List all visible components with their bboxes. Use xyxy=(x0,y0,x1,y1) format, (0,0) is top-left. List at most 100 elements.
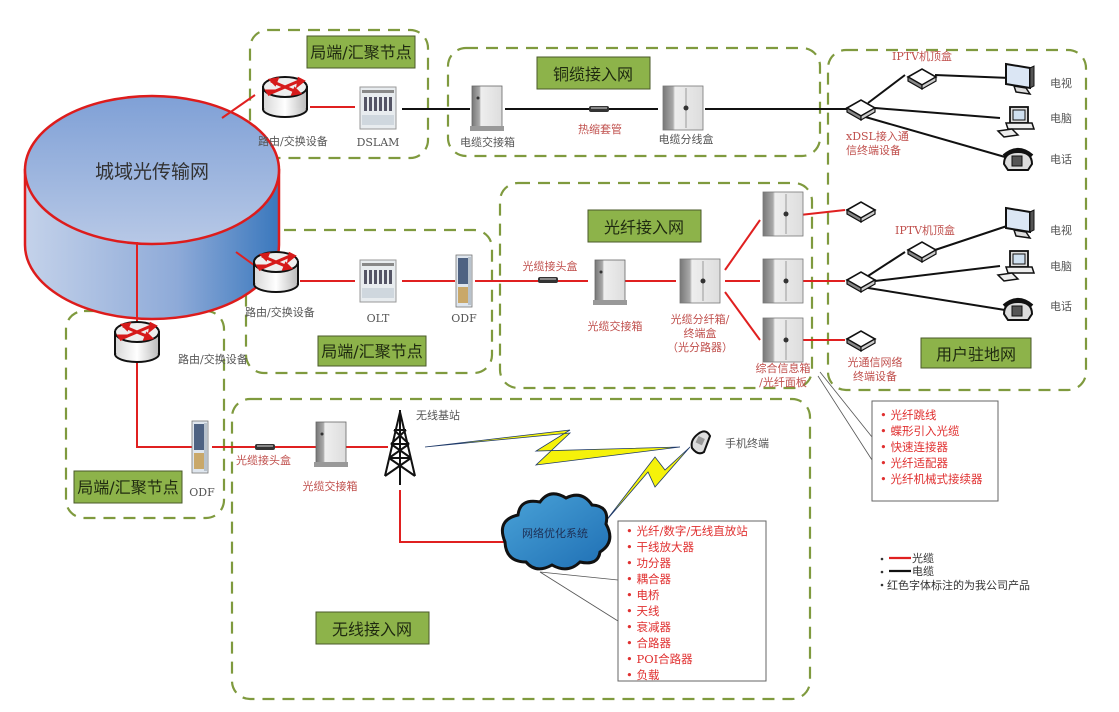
fiber-product-item: • 蝶形引入光缆 xyxy=(880,424,960,438)
wireless-product-item: • 电桥 xyxy=(626,588,660,602)
wireless-product-item: • 光纤/数字/无线直放站 xyxy=(626,524,748,538)
zone-wireless-access-title: 无线接入网 xyxy=(332,620,412,639)
router-left-label: 路由/交换设备 xyxy=(178,352,248,366)
copper-lines xyxy=(402,74,1011,311)
dslam-icon xyxy=(359,86,397,130)
core-network-label: 城域光传输网 xyxy=(95,161,209,183)
fiber-cross-box-mid-icon xyxy=(592,259,628,306)
wireless-product-item: • 功分器 xyxy=(626,556,671,570)
zone-node-middle-title-box xyxy=(317,335,427,367)
zone-fiber-access-title-box xyxy=(587,209,702,243)
tv-top-label: 电视 xyxy=(1050,76,1072,90)
fiber-product-item: • 光纤跳线 xyxy=(880,408,937,422)
legend-copper-label: 电缆 xyxy=(912,565,934,578)
legend-fiber-label: 光缆 xyxy=(912,551,934,565)
zone-copper-access-title: 铜缆接入网 xyxy=(553,65,633,84)
fiber-product-item: • 光纤机械式接续器 xyxy=(880,472,983,486)
mobile-terminal-label: 手机终端 xyxy=(725,436,769,450)
base-station-icon xyxy=(384,410,416,485)
phone-top-icon xyxy=(1002,148,1034,172)
zone-copper-access xyxy=(446,46,822,158)
zone-fiber-access xyxy=(498,181,814,390)
zone-wireless-access-title-box xyxy=(315,611,430,645)
ont-label-line2: 终端设备 xyxy=(853,369,897,383)
wireless-product-item: • 耦合器 xyxy=(626,572,671,586)
pc-top-icon xyxy=(997,106,1035,138)
zone-node-top-title-box xyxy=(306,35,416,69)
zone-fiber-access-title: 光纤接入网 xyxy=(604,218,684,237)
wireless-product-item: • 天线 xyxy=(626,604,660,618)
xdsl-terminal-label-line1: xDSL接入通 xyxy=(846,130,909,143)
cable-cross-box-label: 电缆交接箱 xyxy=(460,135,515,149)
tv-mid-icon xyxy=(1005,207,1035,239)
heat-shrink-icon xyxy=(589,106,609,112)
router-top-label: 路由/交换设备 xyxy=(258,134,328,148)
fiber-splice-box-mid-label: 光缆接头盒 xyxy=(523,259,578,273)
fiber-splice-box-low-icon xyxy=(255,444,275,450)
info-box-3-icon xyxy=(762,317,804,363)
router-middle-label: 路由/交换设备 xyxy=(245,305,315,319)
info-box-label-line2: /光纤面板 xyxy=(759,375,807,389)
pc-top-label: 电脑 xyxy=(1050,112,1072,125)
zone-customer-premises-title: 用户驻地网 xyxy=(936,345,1016,364)
zone-node-top xyxy=(248,28,430,160)
fiber-splice-box-low-label: 光缆接头盒 xyxy=(236,453,291,467)
odf-middle-icon xyxy=(455,254,473,308)
ont-1-icon xyxy=(846,201,876,223)
wireless-product-item: • 衰减器 xyxy=(626,620,671,634)
iptv-stb-top-icon xyxy=(907,68,937,90)
iptv-stb-mid-icon xyxy=(907,241,937,263)
heat-shrink-label: 热缩套管 xyxy=(578,122,622,136)
info-box-1-icon xyxy=(762,191,804,237)
ont-label-line1: 光通信网络 xyxy=(848,355,903,369)
fiber-split-box-label-line2: 终端盒 xyxy=(684,326,717,340)
phone-mid-label: 电话 xyxy=(1050,300,1072,313)
pc-mid-icon xyxy=(997,250,1035,282)
iptv-stb-top-label: IPTV机顶盒 xyxy=(892,49,952,63)
wireless-product-item: • 负载 xyxy=(626,668,660,682)
cable-dist-box-icon xyxy=(662,85,704,131)
wireless-products-callout: • 光纤/数字/无线直放站 • 干线放大器 • 功分器 • 耦合器 • 电桥 •… xyxy=(539,520,767,682)
odf-middle-label: ODF xyxy=(451,312,477,325)
fiber-cross-box-mid-label: 光缆交接箱 xyxy=(588,319,643,333)
wireless-product-item: • POI合路器 xyxy=(626,652,693,666)
fiber-product-item: • 快速连接器 xyxy=(880,440,948,454)
fiber-products-callout: • 光纤跳线 • 蝶形引入光缆 • 快速连接器 • 光纤适配器 • 光纤机械式接… xyxy=(817,371,999,502)
mobile-terminal-icon xyxy=(690,430,712,455)
dslam-label: DSLAM xyxy=(357,136,400,149)
tv-mid-label: 电视 xyxy=(1050,223,1072,237)
phone-top-label: 电话 xyxy=(1050,153,1072,166)
iptv-stb-mid-label: IPTV机顶盒 xyxy=(895,223,955,237)
cable-dist-box-label: 电缆分线盒 xyxy=(659,132,714,146)
xdsl-terminal-icon xyxy=(846,99,876,121)
router-left-icon xyxy=(113,320,161,364)
info-box-label-line1: 综合信息箱 xyxy=(756,361,811,375)
zone-node-top-title: 局端/汇聚节点 xyxy=(310,43,411,62)
zone-customer-premises xyxy=(826,48,1088,392)
optimization-system-label: 网络优化系统 xyxy=(522,526,588,540)
phone-mid-icon xyxy=(1002,298,1034,322)
odf-left-label: ODF xyxy=(189,486,215,499)
zone-node-middle-title: 局端/汇聚节点 xyxy=(321,342,422,361)
olt-label: OLT xyxy=(367,312,390,325)
fiber-split-box-label-line1: 光缆分纤箱/ xyxy=(671,312,730,326)
wireless-product-item: • 干线放大器 xyxy=(626,540,694,554)
fiber-cross-box-low-icon xyxy=(313,421,349,468)
legend-note: 红色字体标注的为我公司产品 xyxy=(887,578,1030,592)
fiber-split-box-label-line3: （光分路器） xyxy=(667,340,733,354)
xdsl-terminal-label-line2: 信终端设备 xyxy=(846,143,901,157)
zone-node-middle xyxy=(244,228,494,375)
fiber-cross-box-low-label: 光缆交接箱 xyxy=(303,479,358,493)
tv-top-icon xyxy=(1005,63,1035,95)
zone-customer-premises-title-box xyxy=(920,337,1032,369)
optimization-system-cloud: 网络优化系统 xyxy=(500,492,612,571)
fiber-split-box-icon xyxy=(679,258,721,304)
fiber-splice-box-mid-icon xyxy=(538,277,558,283)
odf-left-icon xyxy=(191,420,209,474)
pc-mid-label: 电脑 xyxy=(1050,260,1072,273)
fiber-product-item: • 光纤适配器 xyxy=(880,456,948,470)
ont-icon xyxy=(846,330,876,352)
router-top-icon xyxy=(261,75,309,119)
zone-node-left-title: 局端/汇聚节点 xyxy=(77,478,178,497)
